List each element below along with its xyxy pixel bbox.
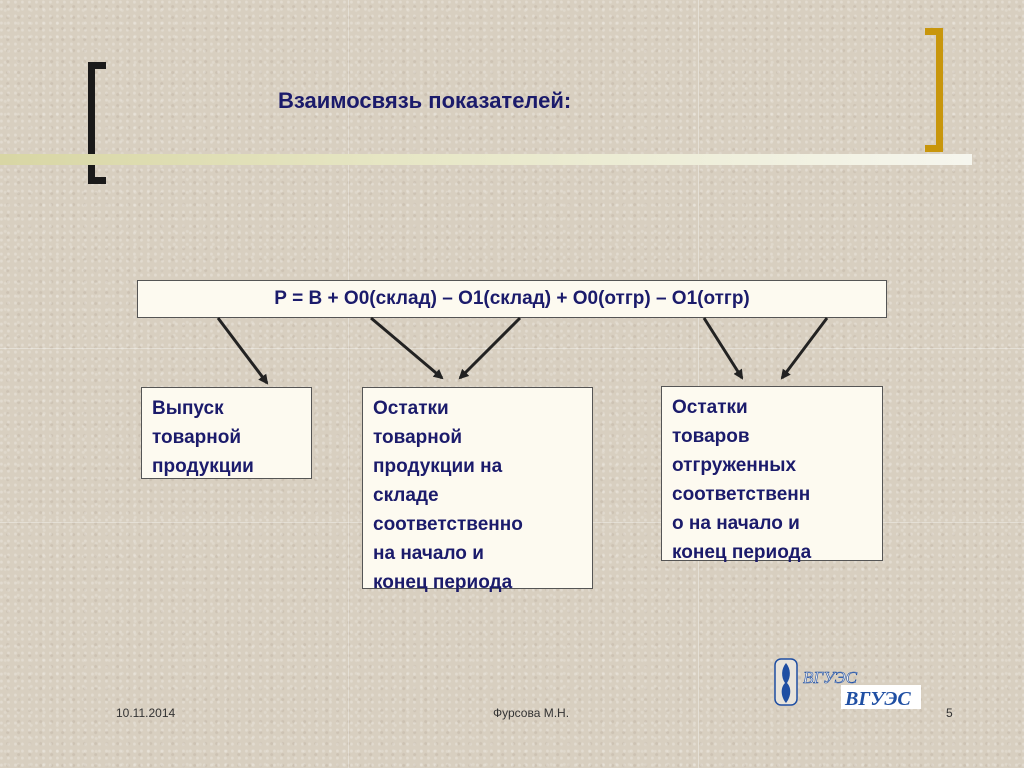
footer-page-number: 5 <box>946 706 953 720</box>
footer-author: Фурсова М.Н. <box>493 706 570 720</box>
background-grid-line <box>698 0 699 768</box>
slide-title: Взаимосвязь показателей: <box>278 88 572 113</box>
shipped-goods-box: Остатки товаров отгруженных соответствен… <box>661 386 883 563</box>
right-bracket-decoration <box>925 28 943 152</box>
university-logo: ВГУЭС ВГУЭС <box>774 658 921 710</box>
arrow-to-output <box>216 317 269 385</box>
footer-date: 10.11.2014 <box>116 706 176 720</box>
title-underline-bar <box>0 154 972 165</box>
left-bracket-decoration <box>88 62 106 184</box>
warehouse-stock-box: Остатки товарной продукции на складе соо… <box>362 387 593 593</box>
background-grid-line <box>0 348 1024 349</box>
background-grid-line <box>348 0 349 768</box>
formula-box: Р = В + О0(склад) – О1(склад) + О0(отгр)… <box>137 280 887 318</box>
logo-text-top: ВГУЭС <box>803 668 858 687</box>
logo-text-bottom: ВГУЭС <box>844 688 911 710</box>
output-box: Выпуск товарной продукции <box>141 387 312 479</box>
